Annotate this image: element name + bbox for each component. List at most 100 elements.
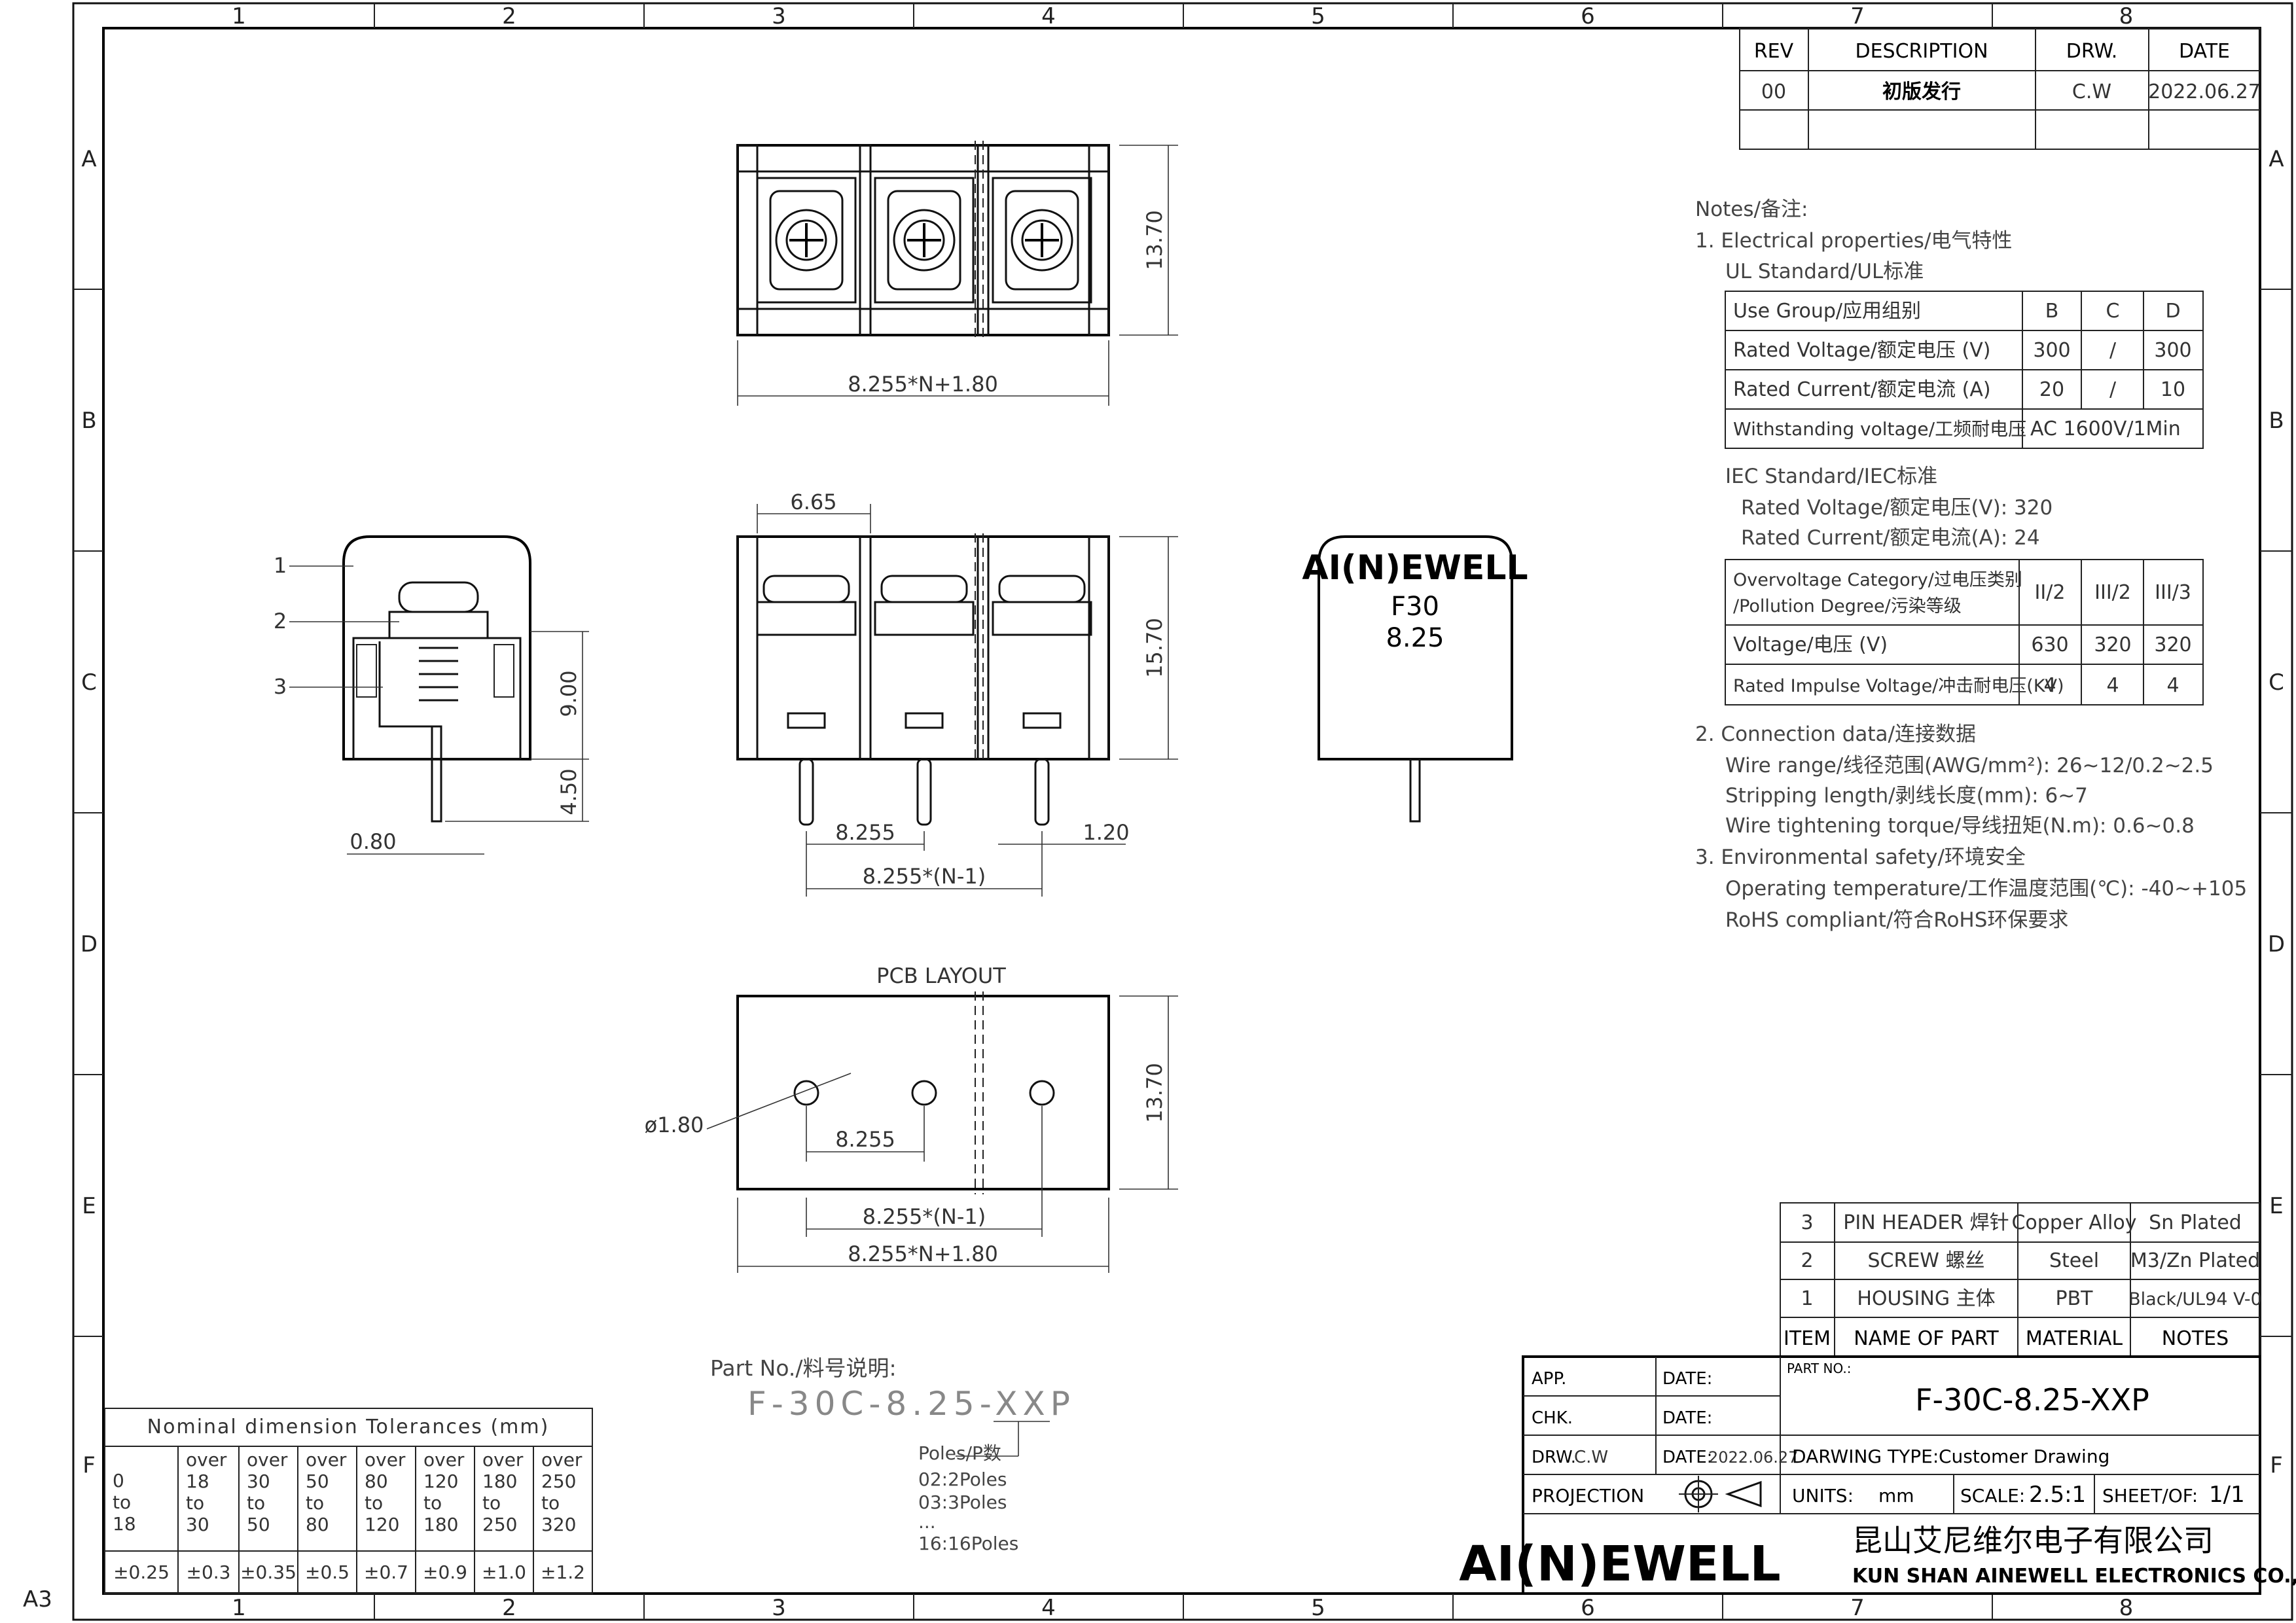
tb-part-no: F-30C-8.25-XXP: [1915, 1382, 2149, 1418]
bom-notes-2: M3/Zn Plated: [2130, 1249, 2260, 1272]
front-pin-width-dim: 1.20: [1083, 820, 1129, 845]
zone-col-top: 1: [232, 3, 246, 29]
screw-terminal-icon: [992, 177, 1092, 304]
screw-terminal-icon: [874, 177, 975, 304]
pcb-width-dim: 8.255*N+1.80: [848, 1241, 998, 1266]
zone-col-top: 3: [772, 3, 786, 29]
tolerance-range: to: [306, 1492, 324, 1514]
ul-withstanding-value: AC 1600V/1Min: [2030, 418, 2181, 440]
pcb-layout: PCB LAYOUT ø1.80 8.255 8.255*(N-1) 8.255…: [645, 963, 1178, 1273]
bom-material-1: PBT: [2056, 1287, 2094, 1310]
zone-col-bottom: 4: [1041, 1595, 1056, 1621]
ul-group-b: B: [2045, 300, 2059, 323]
zone-col-bottom: 2: [502, 1595, 516, 1621]
bom-notes-1: Black/UL94 V-0: [2128, 1289, 2262, 1310]
tolerance-range: over: [306, 1449, 347, 1471]
tolerance-range: 250: [541, 1471, 576, 1492]
tolerance-range: over: [541, 1449, 583, 1471]
notes-title: Notes/备注:: [1695, 198, 1808, 221]
zone-col-top: 8: [2119, 3, 2134, 29]
bom-material-3: Copper Alloy: [2011, 1211, 2136, 1234]
tolerance-range: 250: [482, 1514, 517, 1535]
notes-wire-range: Wire range/线径范围(AWG/mm²): 26~12/0.2~2.5: [1725, 754, 2214, 777]
notes-iec: IEC Standard/IEC标准: [1725, 465, 1937, 488]
bom-notes-3: Sn Plated: [2149, 1211, 2242, 1234]
company-logo: AI(N)EWELL: [1459, 1536, 1780, 1592]
top-height-dim: 13.70: [1142, 210, 1167, 270]
zone-row-left: E: [82, 1193, 96, 1219]
zone-col-bottom: 5: [1311, 1595, 1325, 1621]
tb-app-date: DATE:: [1662, 1369, 1712, 1389]
zone-col-bottom: 3: [772, 1595, 786, 1621]
tolerance-range: 0: [113, 1470, 124, 1491]
zone-row-right: D: [2268, 931, 2285, 957]
zone-col-bottom: 7: [1850, 1595, 1865, 1621]
projection-symbol-icon: [1679, 1476, 1762, 1512]
tb-units: mm: [1878, 1485, 1914, 1507]
poles-3: 03:3Poles: [918, 1491, 1007, 1513]
front-pitch-dim: 8.255: [835, 820, 895, 845]
drw-value: C.W: [2072, 80, 2111, 103]
iec-impulse-1: 4: [2043, 674, 2056, 697]
tolerance-range: to: [186, 1492, 204, 1514]
tolerance-range: over: [482, 1449, 524, 1471]
iec-pollution: /Pollution Degree/污染等级: [1733, 596, 1962, 616]
iec-cat-3: III/3: [2155, 581, 2191, 604]
ul-voltage-c: /: [2109, 339, 2117, 362]
iec-table: Overvoltage Category/过电压类别 /Pollution De…: [1725, 559, 2204, 705]
marking-brand: AI(N)EWELL: [1302, 548, 1528, 588]
tolerance-range: 320: [541, 1514, 576, 1535]
side-view: 1 2 3 9.00 4.50 0.80: [274, 535, 589, 855]
pcb-hole-dim: ø1.80: [645, 1113, 704, 1137]
pcb-title: PCB LAYOUT: [876, 963, 1006, 988]
iec-impulse-2: 4: [2106, 674, 2119, 697]
tolerance-range: over: [186, 1449, 227, 1471]
tolerance-range: over: [365, 1449, 406, 1471]
tb-drw-date: 2022.06.27: [1708, 1448, 1798, 1467]
tb-chk-date: DATE:: [1662, 1408, 1712, 1428]
zone-col-top: 6: [1581, 3, 1595, 29]
marking-model: F30: [1391, 592, 1439, 622]
poles-2: 02:2Poles: [918, 1469, 1007, 1490]
ul-group-c: C: [2106, 300, 2120, 323]
zone-row-right: E: [2269, 1193, 2283, 1219]
iec-voltage-1: 630: [2031, 633, 2068, 656]
iec-cat-1: II/2: [2035, 581, 2066, 604]
screw-terminal-icon: [756, 177, 857, 304]
ul-group-d: D: [2165, 300, 2180, 323]
tolerance-range: to: [113, 1491, 131, 1513]
rev-header: REV: [1754, 40, 1794, 63]
ul-current-c: /: [2109, 378, 2117, 401]
marking-pitch: 8.25: [1386, 623, 1444, 653]
bom-header-notes: NOTES: [2162, 1327, 2229, 1350]
callout-1: 1: [274, 553, 287, 578]
tolerance-value: ±0.25: [113, 1561, 170, 1583]
tb-app: APP.: [1532, 1369, 1566, 1389]
tolerance-range: 80: [306, 1514, 329, 1535]
terminal-front-icon: [874, 575, 975, 826]
tb-drw-date-label: DATE:: [1662, 1448, 1712, 1467]
side-pin-dim: 4.50: [556, 768, 581, 815]
company-name-en: KUN SHAN AINEWELL ELECTRONICS CO.,LTD: [1852, 1565, 2296, 1588]
ul-table: Use Group/应用组别 B C D Rated Voltage/额定电压 …: [1725, 291, 2204, 449]
description-value: 初版发行: [1882, 80, 1961, 103]
tolerance-table: Nominal dimension Tolerances (mm) 0to18±…: [104, 1408, 593, 1594]
front-height-dim: 15.70: [1142, 618, 1167, 678]
zone-row-right: B: [2269, 408, 2284, 434]
tolerance-range: 50: [247, 1514, 270, 1535]
title-block: APP. DATE: CHK. DATE: DRW. C.W DATE: 202…: [1459, 1355, 2296, 1595]
ul-voltage-b: 300: [2033, 339, 2070, 362]
marking-view: AI(N)EWELL F30 8.25: [1302, 535, 1528, 823]
notes-torque: Wire tightening torque/导线扭矩(N.m): 0.6~0.…: [1725, 814, 2195, 838]
poles-label: Poles/P数: [918, 1442, 1001, 1464]
tolerance-title: Nominal dimension Tolerances (mm): [147, 1416, 550, 1438]
zone-col-top: 2: [502, 3, 516, 29]
revision-table: REV DESCRIPTION DRW. DATE 00 初版发行 C.W 20…: [1739, 27, 2261, 150]
ul-voltage-d: 300: [2154, 339, 2191, 362]
tb-drw: DRW.: [1532, 1448, 1576, 1467]
tb-sheet: 1/1: [2209, 1482, 2245, 1508]
zone-col-top: 4: [1041, 3, 1056, 29]
tolerance-range: 50: [306, 1471, 329, 1492]
bom-header-item: ITEM: [1784, 1327, 1831, 1350]
